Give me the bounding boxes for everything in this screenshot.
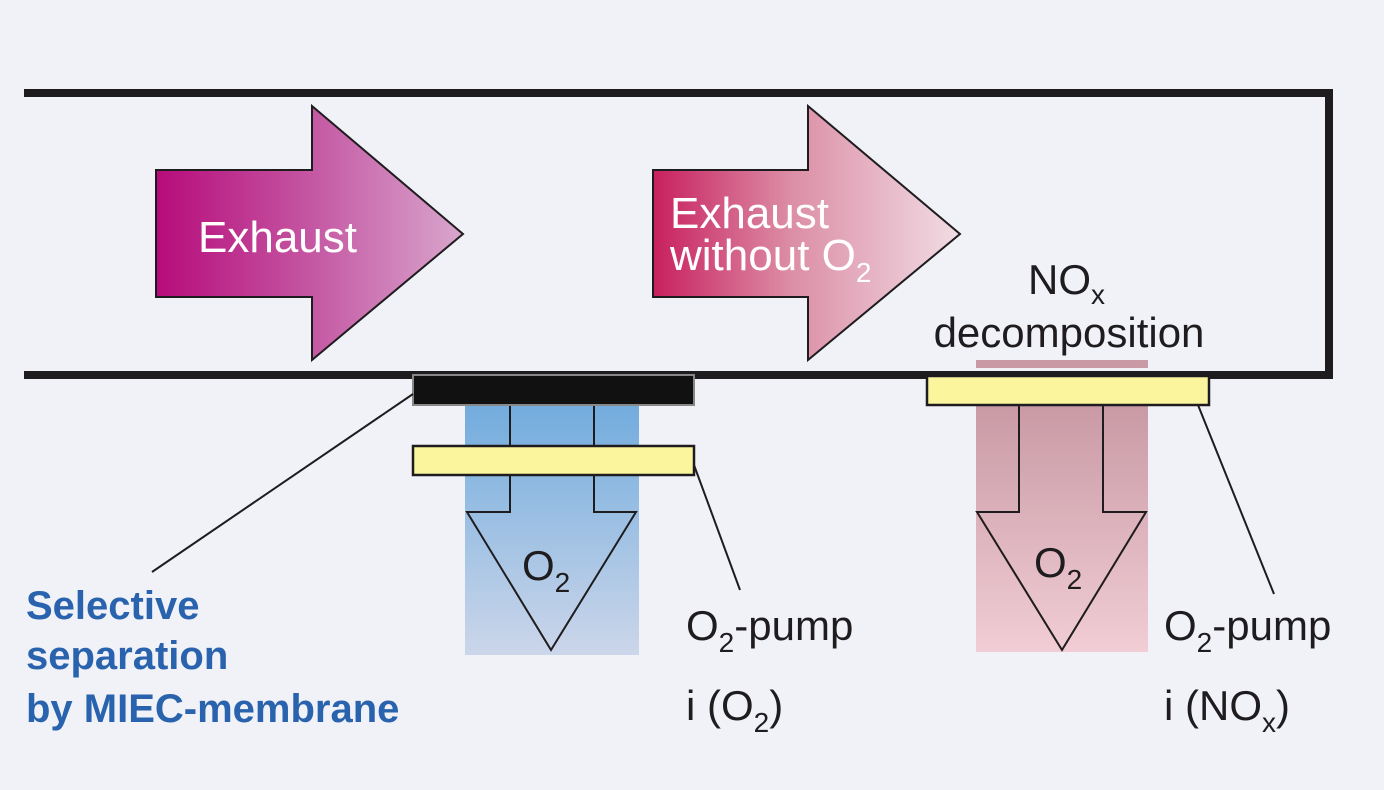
right-pump-leader-line xyxy=(1197,404,1275,595)
left-o2-pump-label: O2-pump xyxy=(686,602,853,658)
decomposition-zone xyxy=(976,360,1148,368)
exhaust-arrow-shape xyxy=(155,103,465,363)
right-pump-labels: O2-pump i (NOx) xyxy=(1164,602,1331,738)
callout-line-1: Selective xyxy=(26,584,199,628)
left-pump-labels: O2-pump i (O2) xyxy=(686,602,853,738)
nox-label: NOx xyxy=(1028,256,1105,310)
right-o2-pump-label: O2-pump xyxy=(1164,602,1331,658)
decomposition-label: decomposition xyxy=(934,309,1205,356)
left-current-label: i (O2) xyxy=(686,682,783,738)
miec-membrane xyxy=(412,374,695,406)
right-o2-pump-electrode xyxy=(925,374,1211,407)
right-current-label: i (NOx) xyxy=(1164,682,1290,738)
left-o2-pump-assembly: O2 xyxy=(411,374,696,655)
right-o2-pump-assembly: O2 xyxy=(925,374,1211,652)
right-o2-flow-arrow xyxy=(975,405,1148,652)
blue-o2-column xyxy=(465,405,639,655)
callout-line-3: by MIEC-membrane xyxy=(26,687,399,731)
exhaust-without-o2-arrow: Exhaust without O2 xyxy=(652,103,962,363)
left-o2-flow-label: O2 xyxy=(522,542,570,598)
nox-decomposition-label: NOx decomposition xyxy=(934,256,1205,356)
exhaust-arrow-label: Exhaust xyxy=(198,213,357,262)
left-o2-pump-electrode xyxy=(411,444,696,477)
pink-o2-column xyxy=(976,405,1148,652)
exhaust-without-o2-line1: Exhaust xyxy=(670,189,829,238)
exhaust-without-o2-line2: without O2 xyxy=(669,231,871,288)
right-o2-flow-label: O2 xyxy=(1034,539,1082,595)
left-o2-flow-arrow xyxy=(465,405,638,652)
membrane-leader-line xyxy=(151,393,414,573)
callout-line-2: separation xyxy=(26,634,228,678)
exhaust-without-o2-arrow-shape xyxy=(652,103,962,363)
exhaust-arrow: Exhaust xyxy=(155,103,465,363)
left-pump-leader-line xyxy=(693,464,741,591)
membrane-callout: Selective separation by MIEC-membrane xyxy=(26,584,399,731)
